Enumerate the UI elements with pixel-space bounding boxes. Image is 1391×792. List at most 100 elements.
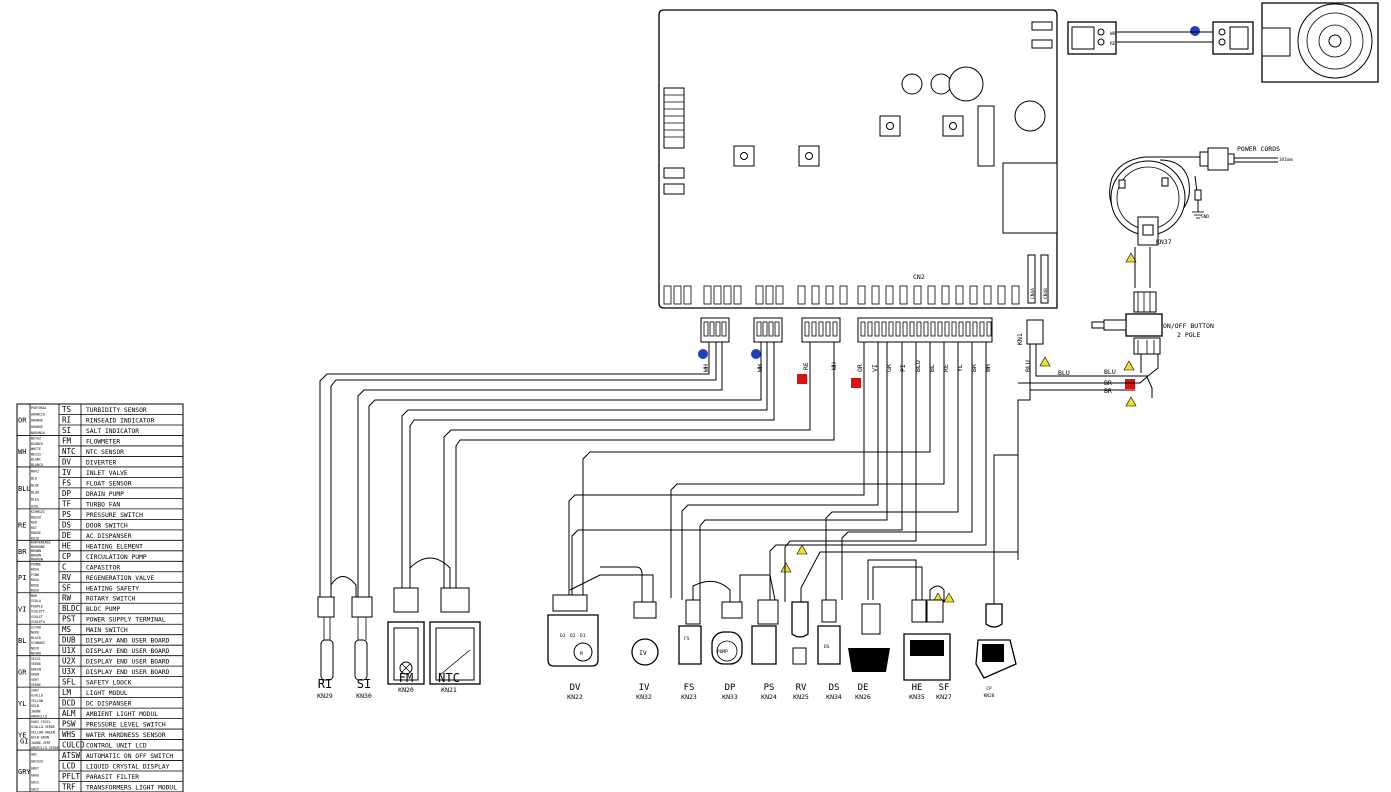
component-dp: PUMP xyxy=(711,601,743,665)
svg-text:DP: DP xyxy=(62,489,72,498)
svg-text:DV: DV xyxy=(62,457,72,466)
svg-text:BR: BR xyxy=(18,548,27,556)
svg-text:FM: FM xyxy=(399,671,413,685)
svg-text:AZUL: AZUL xyxy=(31,504,39,508)
plug-pin xyxy=(916,321,922,337)
component-cp xyxy=(975,603,1017,679)
gnd-label: GND xyxy=(1201,214,1209,220)
svg-text:ARANCIO: ARANCIO xyxy=(31,412,45,416)
component-ri xyxy=(317,596,335,681)
svg-text:TS: TS xyxy=(62,405,72,414)
svg-text:JAUNE: JAUNE xyxy=(31,709,41,713)
svg-text:MARRONE: MARRONE xyxy=(31,545,45,549)
board-header-pin xyxy=(927,285,936,305)
component-ntc xyxy=(429,587,481,685)
svg-text:PINK: PINK xyxy=(31,573,39,577)
svg-text:DOOR SWITCH: DOOR SWITCH xyxy=(86,522,128,529)
svg-text:SF: SF xyxy=(939,683,950,693)
svg-text:RV: RV xyxy=(62,573,72,582)
svg-text:KN26: KN26 xyxy=(855,693,871,701)
board-header-pin xyxy=(969,285,978,305)
plug-pin xyxy=(874,321,880,337)
svg-text:WEISS: WEISS xyxy=(31,452,41,456)
svg-text:GRIGIO: GRIGIO xyxy=(31,760,43,764)
svg-text:IV: IV xyxy=(639,683,650,693)
legend-color-ye-gi: YEGISARI-YESILGIALLO-VERDEYELLOW-GREENGE… xyxy=(17,720,59,751)
board-header-pin xyxy=(723,285,732,305)
svg-text:MAVI: MAVI xyxy=(31,470,39,474)
svg-text:TRF: TRF xyxy=(62,783,76,792)
wire-color-label: GR xyxy=(885,364,893,372)
svg-text:BLANC: BLANC xyxy=(31,458,41,462)
wire-color-label: BLU xyxy=(914,360,922,372)
svg-text:MOR: MOR xyxy=(31,594,37,598)
svg-text:PS: PS xyxy=(764,683,775,693)
plug-pin xyxy=(867,321,873,337)
svg-text:YELLOW-GREEN: YELLOW-GREEN xyxy=(31,730,55,734)
svg-text:VERDE: VERDE xyxy=(31,683,41,687)
plug-pin xyxy=(762,321,768,337)
svg-text:RINSEAID INDICATOR: RINSEAID INDICATOR xyxy=(86,417,154,424)
board-header-pin xyxy=(811,285,820,305)
board-button-3 xyxy=(879,115,901,137)
svg-text:BROWN: BROWN xyxy=(31,549,41,553)
svg-text:SAFETY LOOCK: SAFETY LOOCK xyxy=(86,680,132,687)
wire-color-label: WH xyxy=(702,364,710,372)
svg-text:LCD: LCD xyxy=(62,762,76,771)
svg-text:KAHVERENGI: KAHVERENGI xyxy=(31,541,51,545)
legend-row-trf: TRF TRANSFORMERS LIGHT MODUL xyxy=(59,783,183,792)
plug-pin xyxy=(715,321,721,337)
svg-text:GRIS: GRIS xyxy=(31,788,39,792)
svg-text:U3X: U3X xyxy=(62,667,76,676)
plug-pin xyxy=(832,321,838,337)
svg-text:FS: FS xyxy=(62,478,72,487)
on-off-spec: 2 POLE xyxy=(1177,331,1201,339)
board-header-pin xyxy=(825,285,834,305)
board-header-pin xyxy=(983,285,992,305)
plug-pin xyxy=(768,321,774,337)
blue-marker-3 xyxy=(1190,26,1200,36)
svg-text:BL: BL xyxy=(18,637,26,645)
legend-table: ORPORTOKALARANCIOORANGEORANGENARANJAWHBE… xyxy=(16,403,184,792)
plug-pin xyxy=(986,321,992,337)
svg-text:NOIR: NOIR xyxy=(31,646,39,650)
red-marker-2 xyxy=(851,378,861,388)
board-header-pin xyxy=(997,285,1006,305)
svg-text:FM: FM xyxy=(62,436,72,445)
red-marker-3 xyxy=(1125,379,1135,389)
wire-color-label: WH xyxy=(830,362,838,370)
wire-color-label: PI xyxy=(899,364,907,372)
warning-icon xyxy=(1039,356,1051,367)
component-ps xyxy=(751,599,779,665)
svg-text:TRANSFORMERS LIGHT MODUL: TRANSFORMERS LIGHT MODUL xyxy=(86,785,177,792)
svg-text:KN24: KN24 xyxy=(761,693,777,701)
svg-text:LIQUID CRYSTAL DISPLAY: LIQUID CRYSTAL DISPLAY xyxy=(86,764,170,771)
svg-text:ALM: ALM xyxy=(62,709,76,718)
svg-text:NTC SENSOR: NTC SENSOR xyxy=(86,449,124,456)
board-header-pin xyxy=(857,285,866,305)
plug-pin xyxy=(958,321,964,337)
wire-color-label: VI xyxy=(871,364,879,372)
svg-text:NTC: NTC xyxy=(62,447,76,456)
svg-text:CP: CP xyxy=(62,552,72,561)
svg-text:BLDC PUMP: BLDC PUMP xyxy=(86,606,120,613)
svg-text:AMARILLO-VERDE: AMARILLO-VERDE xyxy=(31,746,59,750)
plug-pin xyxy=(930,321,936,337)
svg-text:DUB: DUB xyxy=(62,636,76,645)
